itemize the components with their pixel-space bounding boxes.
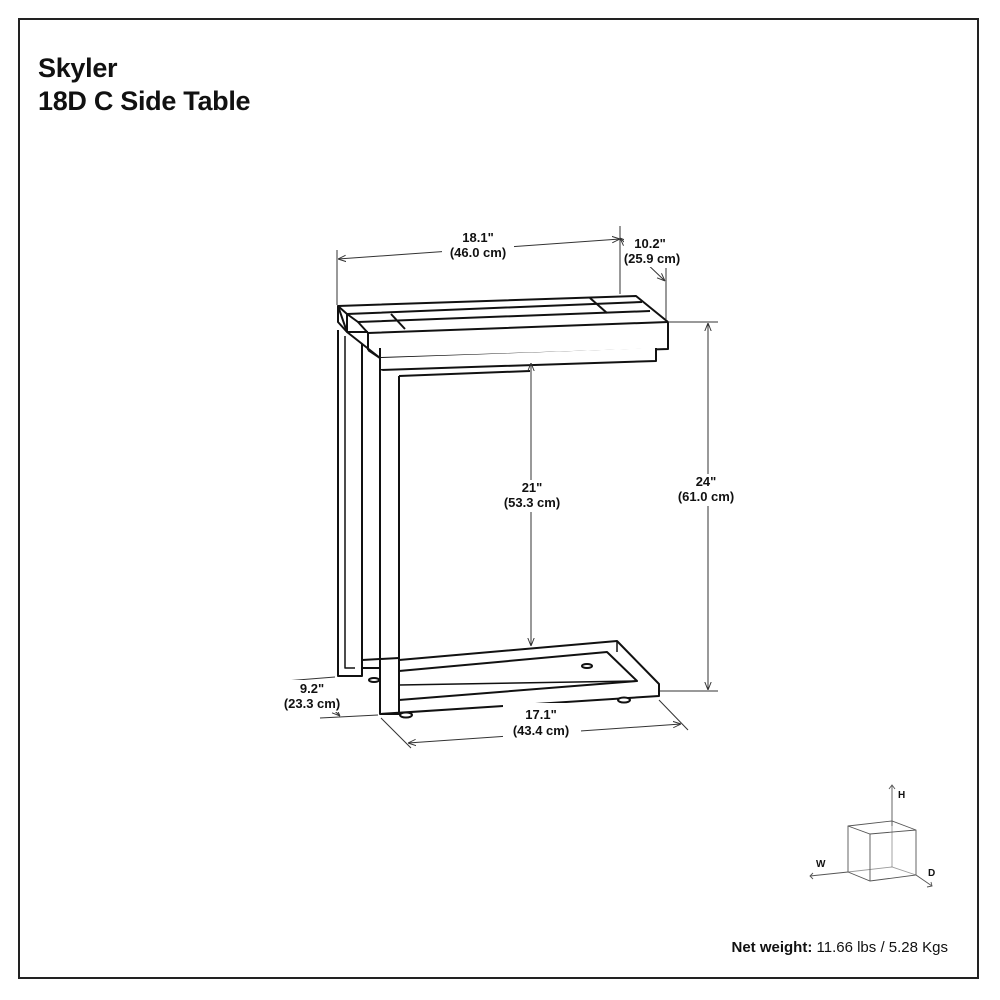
axis-w-label: W (816, 859, 826, 870)
base-depth-in: 9.2" (300, 681, 324, 696)
page-frame (18, 18, 979, 979)
product-brand: Skyler (38, 53, 118, 83)
height-in: 24" (696, 474, 717, 489)
axis-h-label: H (898, 790, 905, 801)
base-width-cm: (43.4 cm) (513, 723, 569, 738)
net-weight-label: Net weight: (731, 939, 813, 956)
depth-cm: (25.9 cm) (624, 251, 680, 266)
base-width-in: 17.1" (525, 707, 556, 722)
product-name: 18D C Side Table (38, 86, 251, 116)
clearance-cm: (53.3 cm) (504, 495, 560, 510)
base-depth-cm: (23.3 cm) (284, 696, 340, 711)
product-title: Skyler 18D C Side Table (38, 52, 251, 118)
clearance-in: 21" (522, 480, 543, 495)
net-weight-value: 11.66 lbs / 5.28 Kgs (812, 939, 949, 956)
width-in: 18.1" (462, 230, 493, 245)
table-illustration (337, 295, 669, 719)
depth-in: 10.2" (634, 236, 665, 251)
dimension-labels: 18.1" (46.0 cm) 10.2" (25.9 cm) 21" (53.… (284, 230, 734, 738)
axis-legend-cube-icon (809, 784, 933, 888)
height-cm: (61.0 cm) (678, 489, 734, 504)
width-cm: (46.0 cm) (450, 245, 506, 260)
net-weight: Net weight: 11.66 lbs / 5.28 Kgs (732, 939, 949, 956)
axis-d-label: D (928, 868, 935, 879)
